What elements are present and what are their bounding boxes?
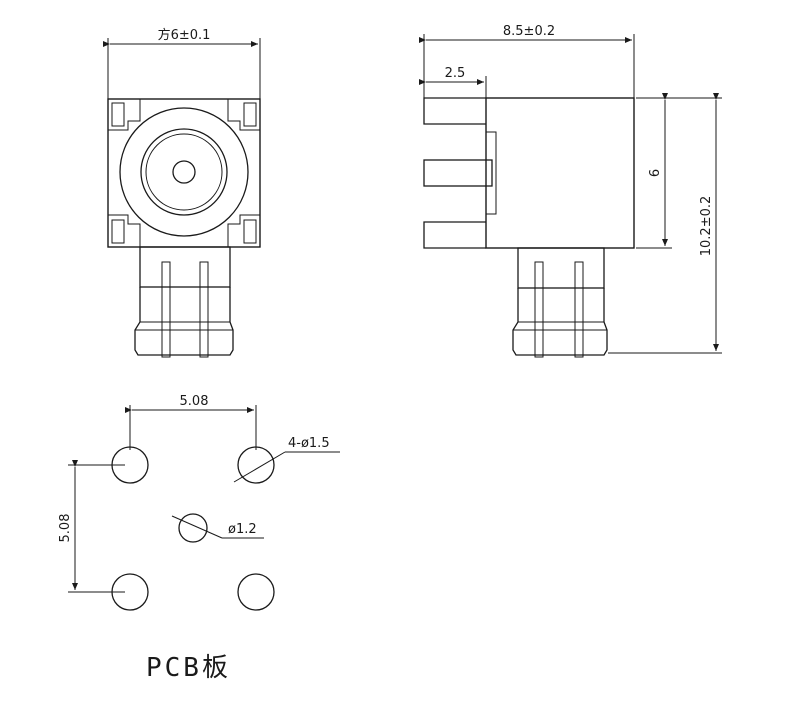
side-pin-label: 2.5 (445, 66, 466, 81)
pcb-outer-hole-callout: 4-ø1.5 (233, 436, 340, 483)
pcb-caption: PCB板 (146, 653, 231, 683)
pcb-v-spacing-dimension: 5.08 (58, 460, 125, 593)
side-length-dimension: 8.5±0.2 (419, 24, 635, 98)
pcb-hole-bottom-left (111, 573, 149, 611)
side-body-height-label: 6 (648, 169, 663, 177)
pcb-hole-center (178, 513, 208, 543)
side-view: 8.5±0.2 2.5 (419, 24, 722, 358)
side-total-height-dimension: 10.2±0.2 (608, 93, 722, 354)
side-length-label: 8.5±0.2 (503, 24, 555, 39)
front-corner-notches (108, 99, 260, 247)
pcb-outer-hole-label: 4-ø1.5 (288, 436, 330, 451)
pcb-hole-top-left (111, 446, 149, 484)
pcb-center-hole-callout: ø1.2 (171, 515, 264, 539)
side-receptacle (423, 97, 497, 249)
pcb-h-spacing-label: 5.08 (180, 394, 209, 409)
side-body-height-dimension: 6 (636, 93, 672, 249)
front-view: 方6±0.1 (103, 27, 261, 358)
front-width-dimension: 方6±0.1 (103, 27, 261, 100)
front-pins (134, 246, 234, 358)
pcb-center-hole-label: ø1.2 (228, 522, 257, 537)
pcb-layout: 5.08 5.08 4-ø1.5 ø1.2 PCB板 (58, 394, 340, 683)
front-coax-face (119, 107, 249, 237)
front-body-outline (107, 98, 261, 248)
pcb-hole-top-right (237, 446, 275, 484)
pcb-v-spacing-label: 5.08 (58, 514, 73, 543)
front-width-label: 方6±0.1 (158, 27, 211, 43)
side-pins (512, 247, 608, 358)
side-body-outline (485, 97, 635, 249)
side-pin-dimension: 2.5 (419, 66, 487, 125)
pcb-h-spacing-dimension: 5.08 (125, 394, 257, 450)
side-total-height-label: 10.2±0.2 (699, 196, 714, 257)
pcb-hole-bottom-right (237, 573, 275, 611)
